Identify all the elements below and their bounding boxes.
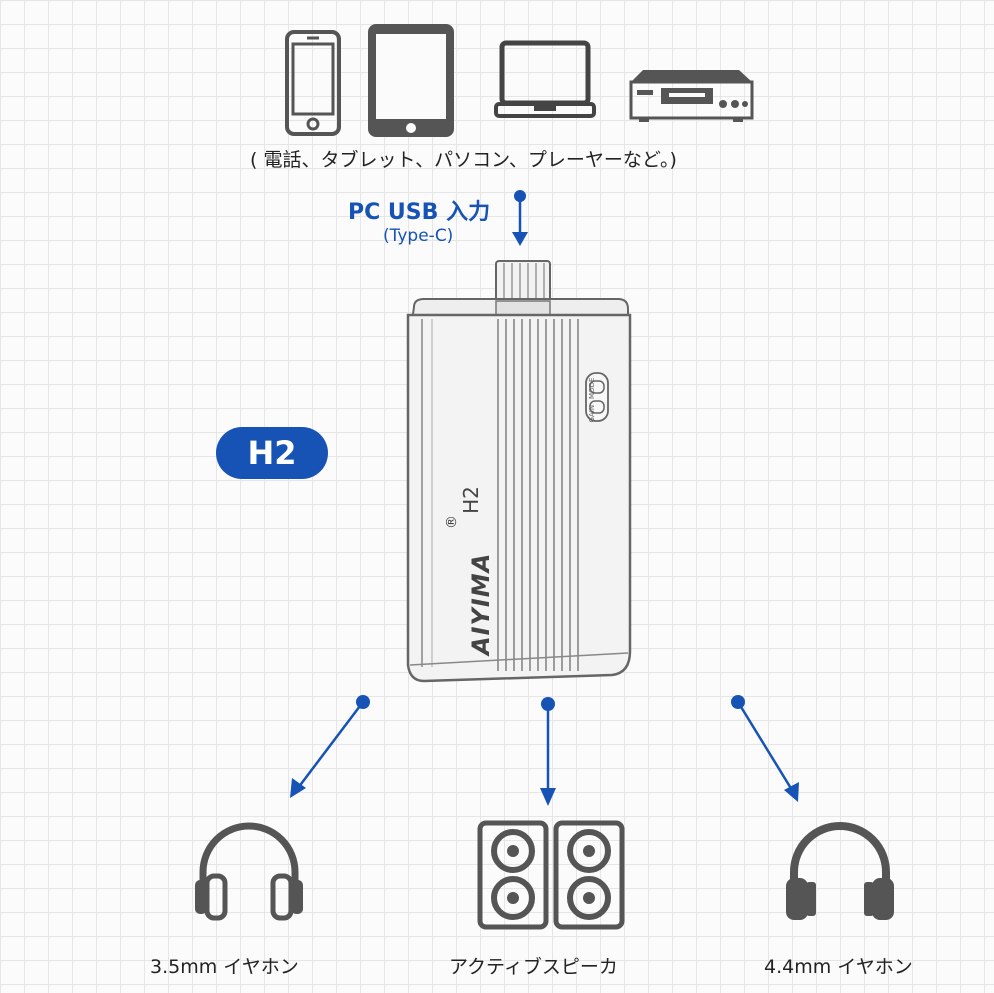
output-label-3-5mm: 3.5mm イヤホン	[150, 956, 299, 978]
model-badge: H2	[216, 427, 328, 479]
phone-icon	[285, 30, 341, 136]
tablet-icon	[368, 24, 454, 137]
headphones-icon	[195, 822, 303, 921]
output-label-speakers: アクティブスピーカ	[449, 956, 618, 978]
over-ear-headphones-icon	[786, 822, 894, 920]
model-badge-label: H2	[247, 434, 297, 472]
input-label: PC USB 入力	[348, 200, 491, 225]
output-label-4-4mm: 4.4mm イヤホン	[764, 956, 913, 978]
input-sublabel: (Type-C)	[383, 226, 454, 246]
source-devices-caption: ( 電話、タブレット、パソコン、プレーヤーなど。)	[250, 149, 677, 171]
input-arrow	[512, 190, 528, 246]
speakers-icon	[477, 820, 625, 930]
dac-device	[406, 260, 632, 683]
laptop-icon	[494, 40, 596, 118]
player-icon	[629, 70, 754, 122]
